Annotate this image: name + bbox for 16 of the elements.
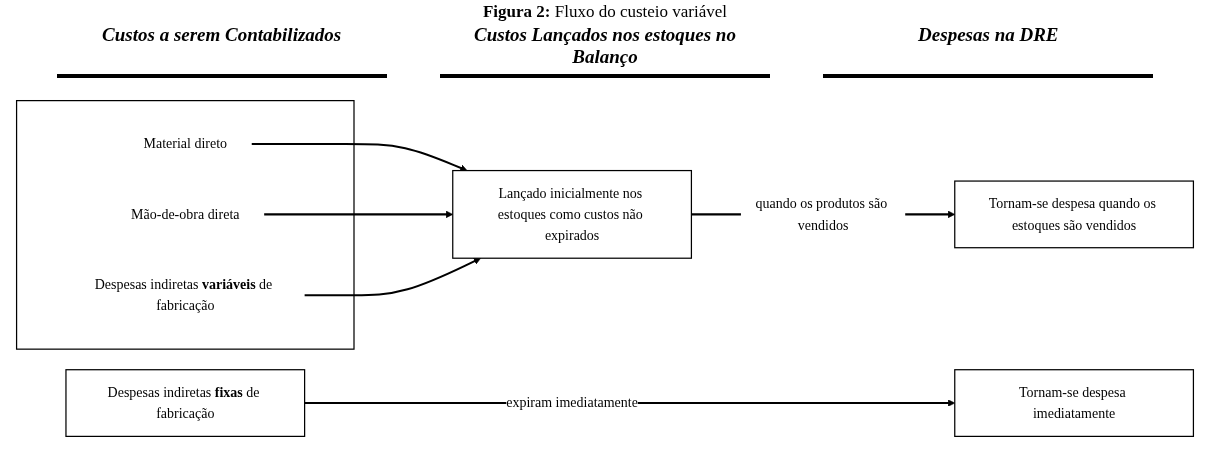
node-text: Despesas indiretas variáveis de fabricação bbox=[94, 276, 273, 314]
column-heading: Custos a serem Contabilizados bbox=[56, 24, 387, 78]
arrow bbox=[251, 143, 468, 172]
column-heading: Custos Lançados nos estoques no Balanço bbox=[440, 24, 770, 78]
node-text: Material direto bbox=[143, 136, 228, 152]
column-heading: Despesas na DRE bbox=[823, 24, 1154, 78]
figure-title: Figura 2: Fluxo do custeio variável bbox=[482, 2, 728, 22]
node-box: Tornam-se despesa imediatamente bbox=[954, 369, 1195, 437]
edge-label: expiram imediatamente bbox=[506, 395, 638, 411]
edge-label: quando os produtos são vendidos bbox=[755, 195, 888, 233]
arrow bbox=[304, 257, 481, 297]
node-text: Mão-de-obra direta bbox=[131, 206, 240, 222]
node-box: Tornam-se despesa quando os estoques são vendidos bbox=[954, 180, 1195, 249]
node-box: Despesas indiretas fixas de fabricação bbox=[65, 369, 306, 437]
cluster bbox=[15, 100, 355, 350]
node-box: Lançado inicialmente nos estoques como custos não expirados bbox=[452, 169, 693, 259]
